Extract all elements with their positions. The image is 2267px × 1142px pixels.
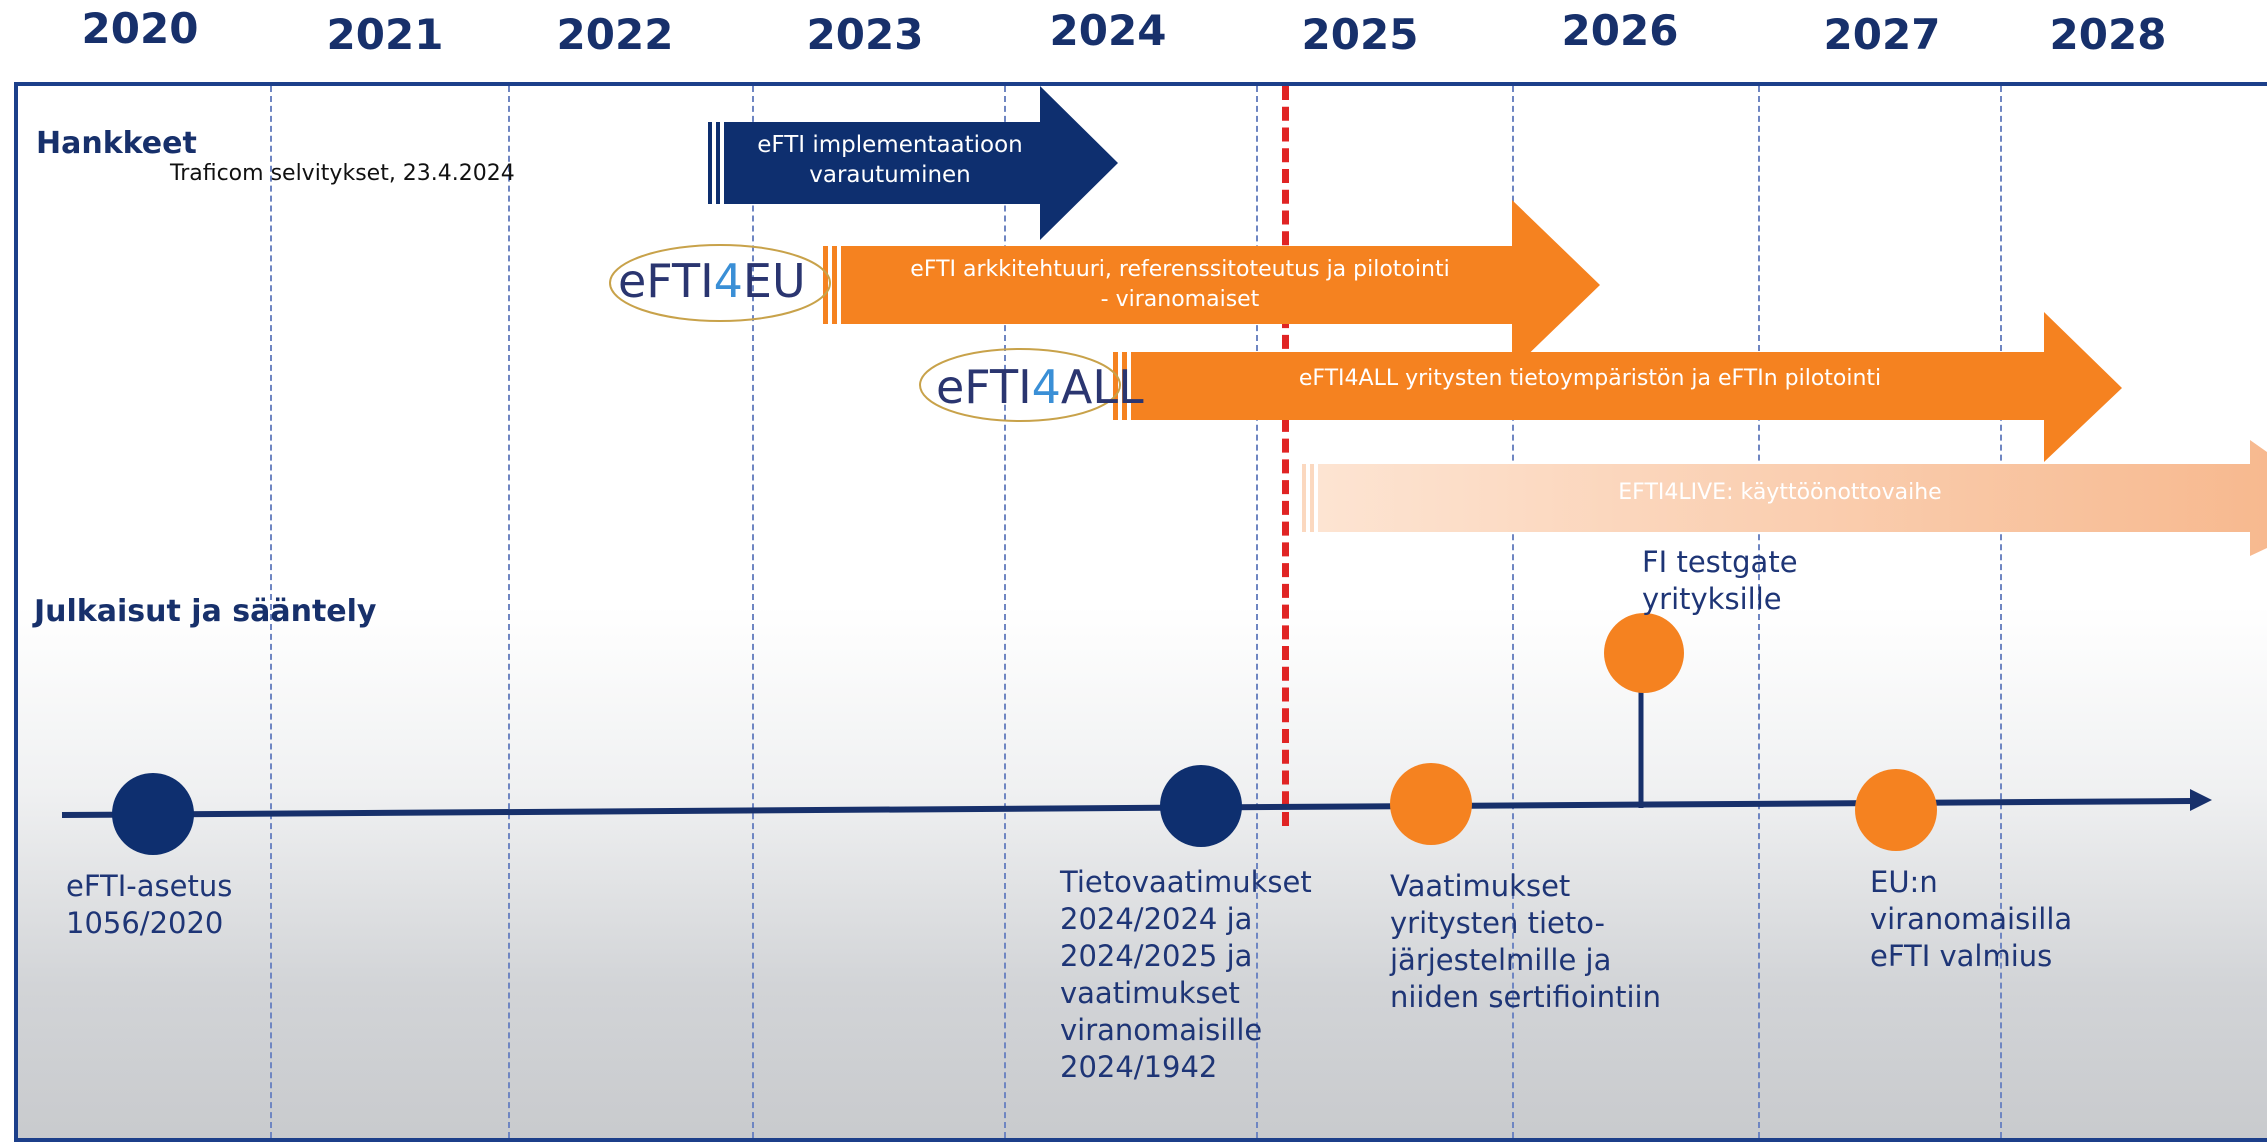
milestone-dot-2020 [112,773,194,855]
project-arrow-efti4live [1302,440,2267,556]
efti4all-logo-pre: eFT [936,360,1019,414]
traficom-note: Traficom selvitykset, 23.4.2024 [170,161,515,186]
year-divider [270,86,272,1138]
efti4all-logo-four: 4 [1031,360,1061,414]
logo-decoration [609,244,1121,422]
arrow-label-line: - viranomaiset [1100,287,1260,312]
efti4eu-logo-post: EU [742,254,806,308]
year-2024: 2024 [1049,6,1167,55]
efti4eu-logo-i: I [700,254,714,308]
year-divider [508,86,510,1138]
milestone-label-testgate: FI testgate yrityksille [1642,545,1798,616]
year-divider [1004,86,1006,1138]
year-2023: 2023 [806,10,924,59]
year-2022: 2022 [556,10,674,59]
project-arrow-efti4eu [823,200,1600,370]
arrow-label-line: eFTI implementaatioon [757,132,1023,158]
year-2027: 2027 [1823,10,1941,59]
efti4all-logo: eFTI4ALL [936,360,1144,414]
arrow-label-implementation: eFTI implementaatioon varautuminen [740,130,1040,190]
year-2021: 2021 [326,10,444,59]
project-arrow-implementation [708,86,1118,240]
milestone-label-data-requirements: Tietovaatimukset 2024/2024 ja 2024/2025 … [1060,865,1312,1084]
year-divider [1758,86,1760,1138]
efti4all-logo-i: I [1018,360,1032,414]
milestone-label-system-requirements: Vaatimukset yritysten tieto- järjestelmi… [1390,869,1661,1014]
milestone-dot-2027 [1855,769,1937,851]
section-title-publications: Julkaisut ja sääntely [34,594,377,629]
milestone-dot-2025 [1390,763,1472,845]
arrow-label-efti4all: eFTI4ALL yritysten tietoympäristön ja eF… [1140,364,2040,394]
year-2025: 2025 [1301,10,1419,59]
year-divider [752,86,754,1138]
project-arrow-efti4all [1113,312,2122,462]
arrow-label-efti4live: EFTI4LIVE: käyttöönottovaihe [1330,478,2230,508]
arrow-label-line: eFTI arkkitehtuuri, referenssitoteutus j… [910,257,1450,282]
section-title-projects: Hankkeet [36,126,197,161]
milestone-label-eu-readiness: EU:n viranomaisilla eFTI valmius [1870,865,2073,973]
efti4all-logo-post: ALL [1060,360,1144,414]
year-2020: 2020 [81,4,199,53]
arrow-label-line: EFTI4LIVE: käyttöönottovaihe [1618,480,1942,505]
year-divider [1256,86,1258,1138]
milestone-label-efti-regulation: eFTI-asetus 1056/2020 [66,869,233,940]
milestone-dot-2024 [1160,765,1242,847]
efti4eu-logo-pre: eFT [618,254,701,308]
arrow-label-efti4eu: eFTI arkkitehtuuri, referenssitoteutus j… [850,255,1510,315]
milestone-dot-testgate [1604,613,1684,693]
efti4eu-logo: eFTI4EU [618,254,806,308]
year-divider [2000,86,2002,1138]
arrow-label-line: eFTI4ALL yritysten tietoympäristön ja eF… [1298,366,1882,391]
year-divider [1512,86,1514,1138]
current-date-line [1282,86,1289,826]
timeline-axis [61,690,2212,818]
efti4eu-logo-four: 4 [713,254,743,308]
arrow-label-line: varautuminen [809,162,971,188]
year-2026: 2026 [1561,6,1679,55]
year-2028: 2028 [2049,10,2167,59]
